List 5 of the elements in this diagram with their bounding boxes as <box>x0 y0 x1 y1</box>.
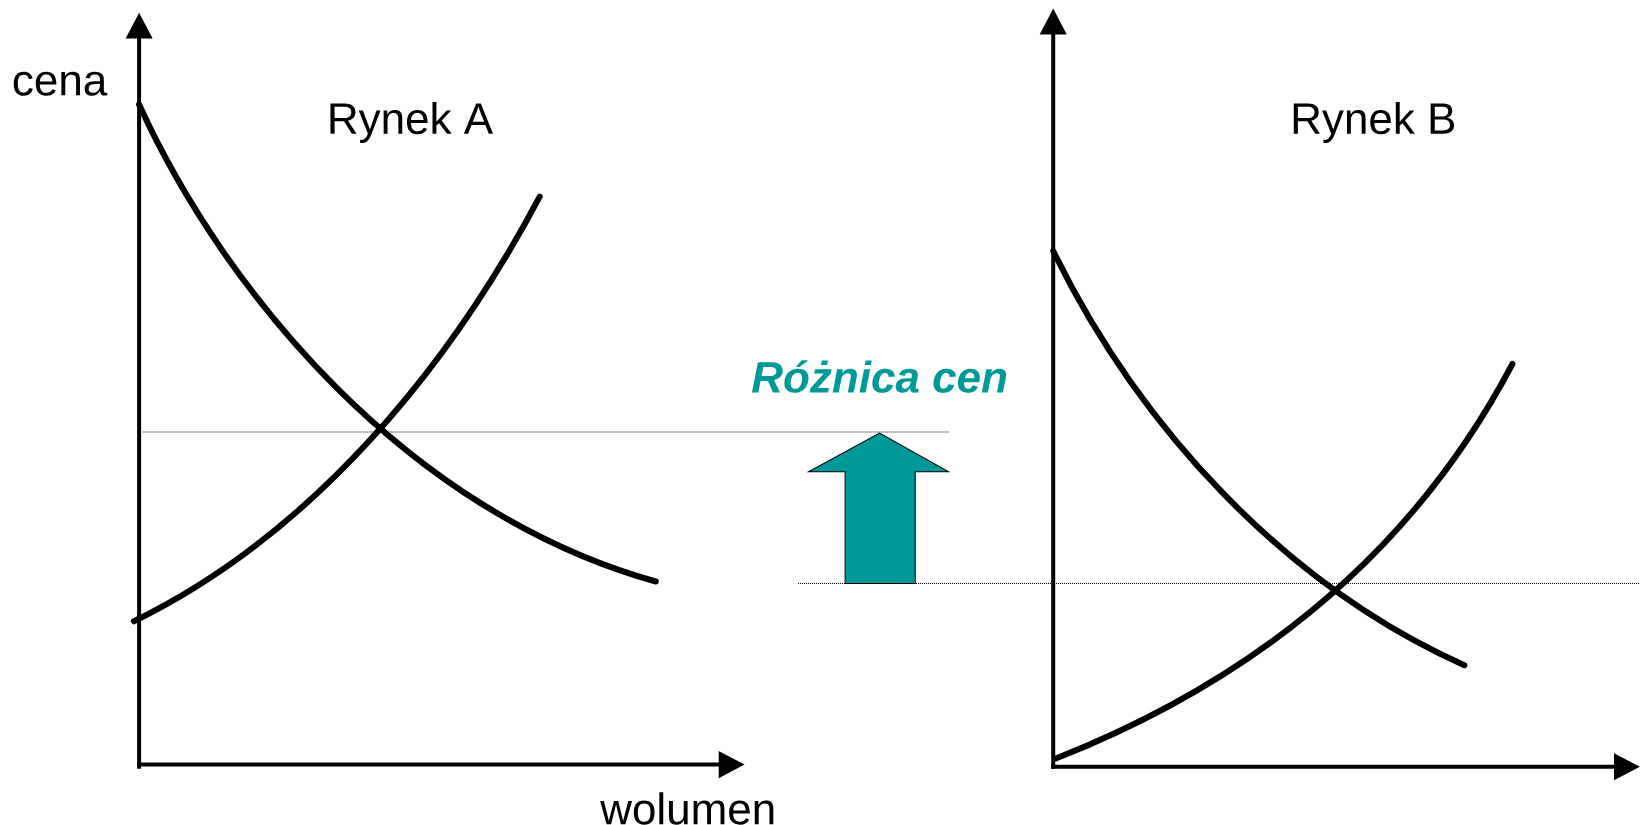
axis-label: wolumen <box>600 792 774 825</box>
price-difference-label: Różnica cen <box>752 360 1007 393</box>
market-title: Rynek A <box>330 101 493 143</box>
market-title: Rynek B <box>1293 101 1455 143</box>
axis-label: cena <box>13 71 108 96</box>
